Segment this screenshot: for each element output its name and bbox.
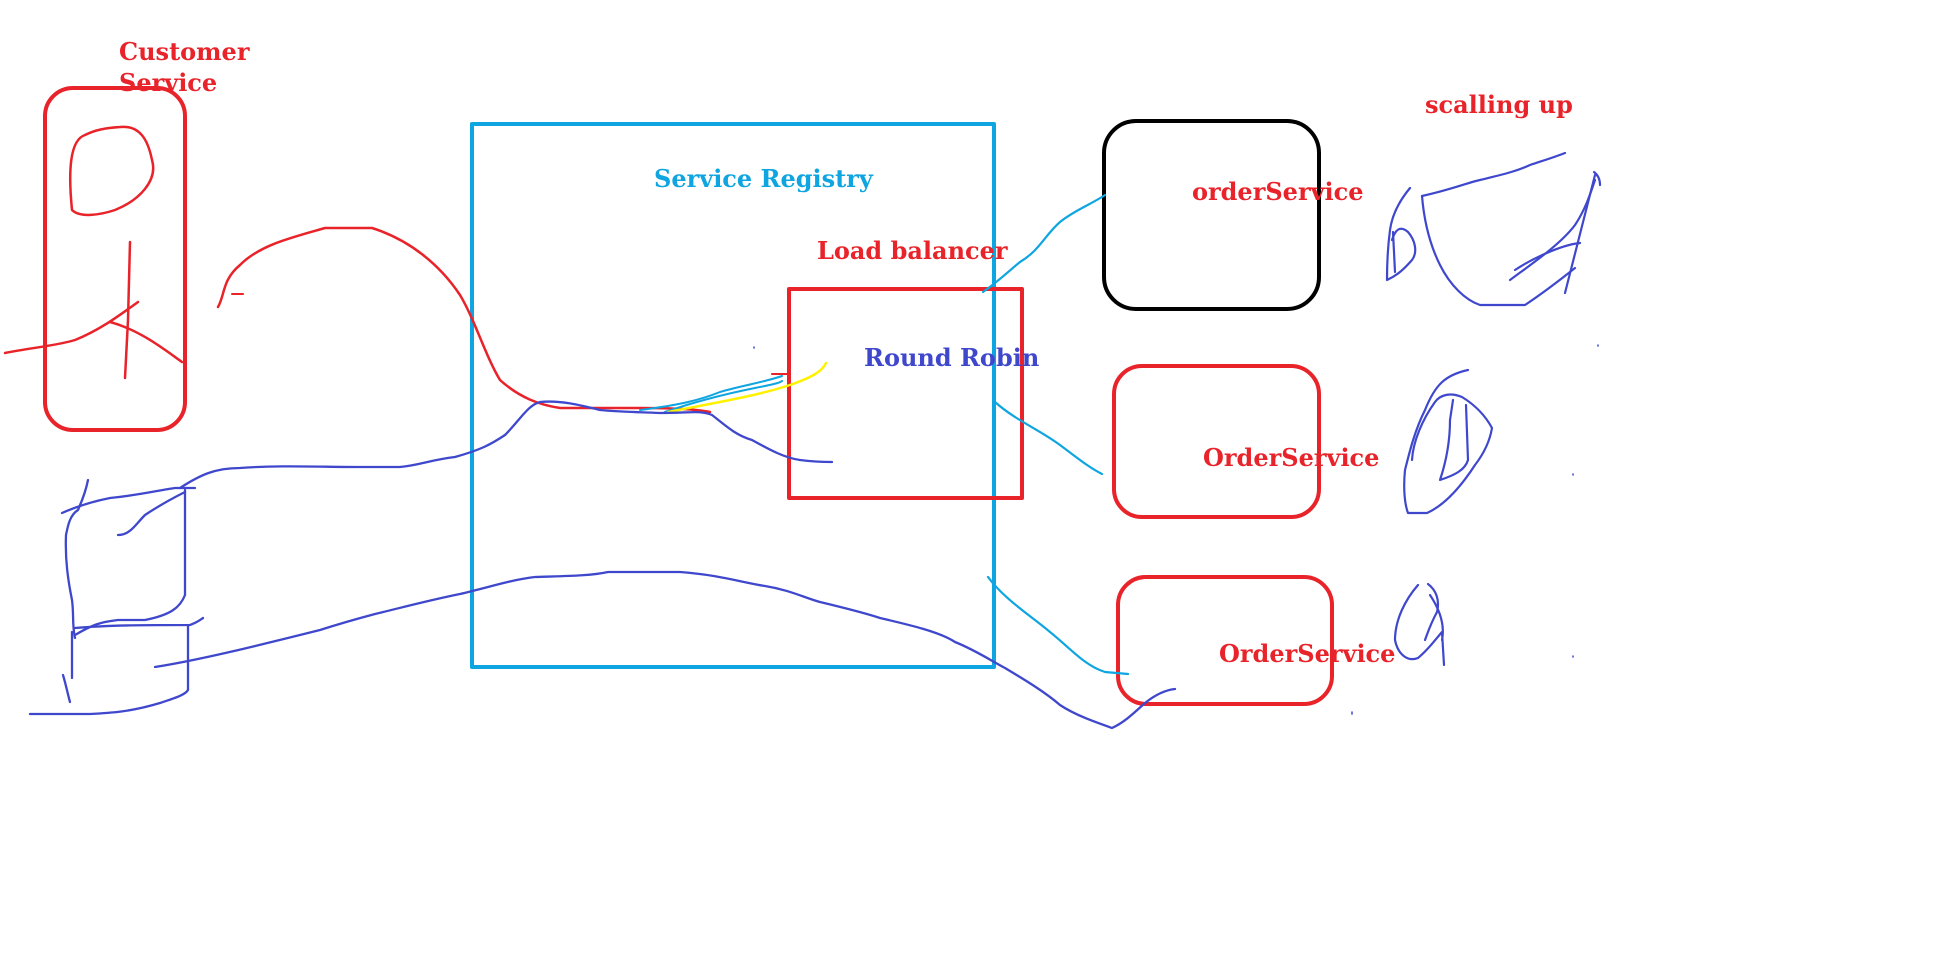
customer-service-label-line2: Service: [119, 68, 218, 97]
lb-to-order-2-line: [993, 400, 1104, 476]
scaling-up-label: scalling up: [1425, 90, 1573, 119]
load-balancer-label: Load balancer: [817, 236, 1008, 265]
client-to-order-3-line: [153, 570, 1177, 730]
registry-to-lb-line-b: [664, 380, 783, 413]
order-service-label-3: OrderService: [1219, 639, 1396, 668]
order-service-label-2: OrderService: [1203, 443, 1380, 472]
registry-to-lb-line-a: [639, 375, 783, 411]
client-to-lb-line: [178, 400, 834, 490]
customer-figure-sketch: [3, 125, 184, 380]
order-service-box-1: [1102, 119, 1321, 311]
order-service-box-3: [1116, 575, 1334, 706]
order-service-box-2: [1112, 364, 1321, 519]
round-robin-label: Round Robin: [864, 343, 1040, 372]
service-registry-box: [470, 122, 996, 669]
customer-service-label-line1: Customer: [119, 37, 250, 66]
lb-to-order-1-line: [981, 193, 1107, 294]
customer-to-registry-line: [216, 226, 712, 414]
specks: [753, 344, 1599, 715]
load-balancer-box: [787, 287, 1024, 500]
lb-to-order-3-line: [986, 575, 1130, 676]
customer-service-box: [43, 86, 187, 432]
scaling-sketches: [1385, 151, 1602, 667]
yellow-line: [666, 361, 828, 414]
order-service-label-1: orderService: [1192, 177, 1364, 206]
client-figure-sketch: [28, 478, 205, 716]
service-registry-label: Service Registry: [654, 164, 873, 193]
